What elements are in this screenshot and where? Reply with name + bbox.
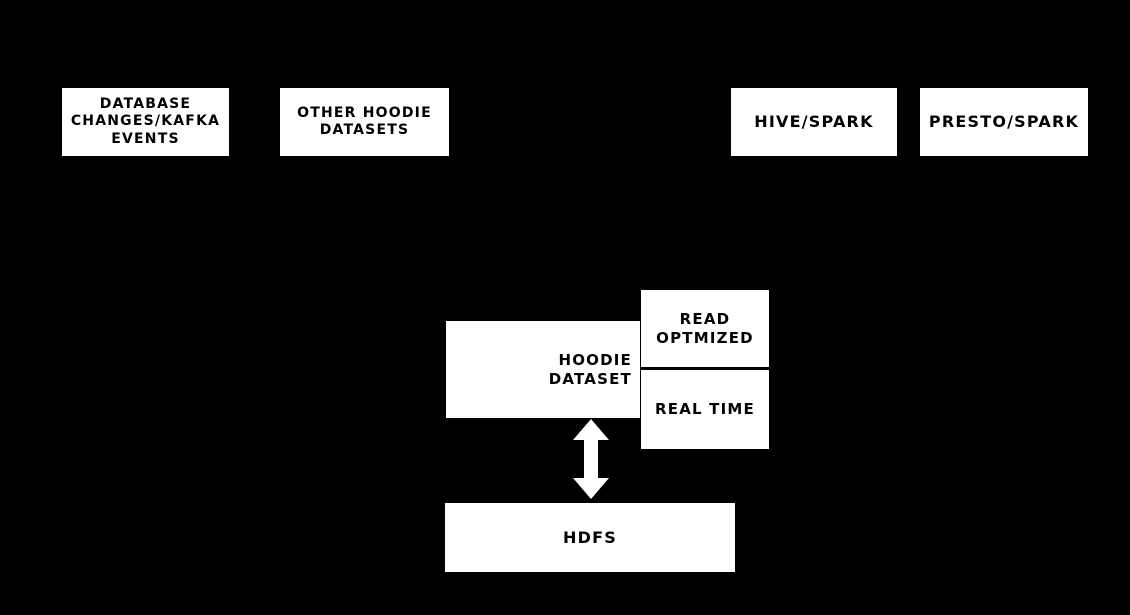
node-presto-spark[interactable]: PRESTO/SPARK bbox=[920, 88, 1088, 156]
node-hive-spark[interactable]: HIVE/SPARK bbox=[731, 88, 897, 156]
node-other-hoodie-datasets[interactable]: OTHER HOODIE DATASETS bbox=[280, 88, 449, 156]
node-read-optimized-view[interactable]: READ OPTMIZED bbox=[641, 290, 769, 370]
node-label: OTHER HOODIE DATASETS bbox=[297, 104, 432, 138]
node-hdfs[interactable]: HDFS bbox=[445, 503, 735, 572]
node-label: DATABASE CHANGES/KAFKA EVENTS bbox=[70, 96, 221, 147]
node-label: HOODIE DATASET bbox=[548, 351, 632, 388]
node-database-changes-kafka-events[interactable]: DATABASE CHANGES/KAFKA EVENTS bbox=[62, 88, 229, 156]
node-label: REAL TIME bbox=[655, 400, 755, 419]
node-label: HDFS bbox=[563, 527, 617, 547]
double-headed-arrow-icon bbox=[571, 418, 611, 500]
node-hoodie-dataset[interactable]: HOODIE DATASET bbox=[446, 321, 640, 418]
node-label: READ OPTMIZED bbox=[656, 310, 754, 347]
node-label: HIVE/SPARK bbox=[754, 112, 874, 132]
node-label: PRESTO/SPARK bbox=[928, 112, 1080, 132]
node-real-time-view[interactable]: REAL TIME bbox=[641, 370, 769, 449]
